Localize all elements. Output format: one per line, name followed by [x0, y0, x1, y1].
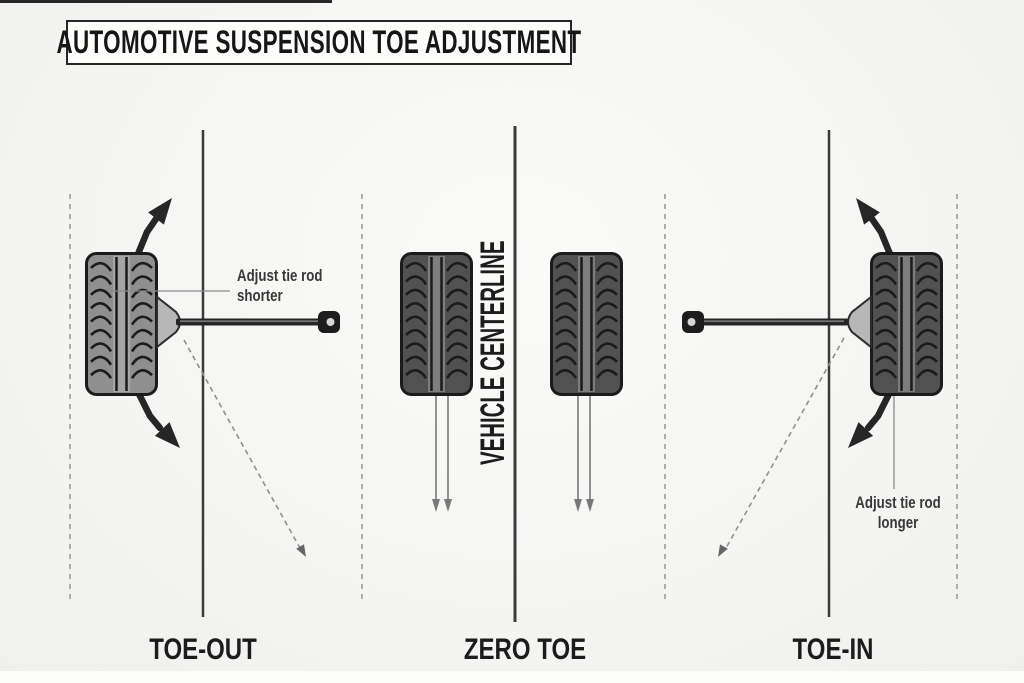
annotation-line: Adjust tie rod [237, 266, 323, 285]
annotation-adjust-tie-rod-longer: Adjust tie rod longer [847, 493, 948, 533]
zero-toe-direction-arrows [432, 396, 594, 512]
toe-in-travel-direction-arrow [718, 337, 845, 557]
annotation-adjust-tie-rod-shorter: Adjust tie rod shorter [237, 266, 322, 306]
section-label-zero-toe: ZERO TOE [463, 633, 587, 666]
tire-zero-toe-right [550, 252, 623, 396]
tire-toe-in [870, 252, 943, 396]
tie-rod-toe-out [156, 294, 340, 350]
toe-out-direction-arrows [134, 198, 180, 448]
vehicle-centerline-label: VEHICLE CENTERLINE [474, 240, 512, 465]
tie-rod-toe-in [682, 294, 872, 350]
reference-lines [201, 126, 831, 622]
annotation-line: shorter [237, 286, 283, 305]
dashed-boundary-lines [69, 194, 958, 604]
tire-toe-out [85, 252, 158, 396]
section-label-toe-out: TOE-OUT [149, 633, 257, 666]
bottom-edge-strip [0, 671, 1024, 683]
annotation-line: longer [877, 513, 919, 532]
top-border-line [0, 0, 332, 3]
diagram-title: AUTOMOTIVE SUSPENSION TOE ADJUSTMENT [56, 24, 582, 60]
toe-out-travel-direction-arrow [183, 339, 306, 557]
section-label-toe-in: TOE-IN [792, 633, 874, 666]
annotation-line: Adjust tie rod [855, 493, 941, 512]
steering-knuckle-cone [847, 294, 872, 350]
toe-in-direction-arrows [848, 198, 894, 448]
tire-zero-toe-left [400, 252, 473, 396]
diagram-title-box: AUTOMOTIVE SUSPENSION TOE ADJUSTMENT [57, 20, 581, 65]
annotation-leader-lines [110, 290, 895, 489]
